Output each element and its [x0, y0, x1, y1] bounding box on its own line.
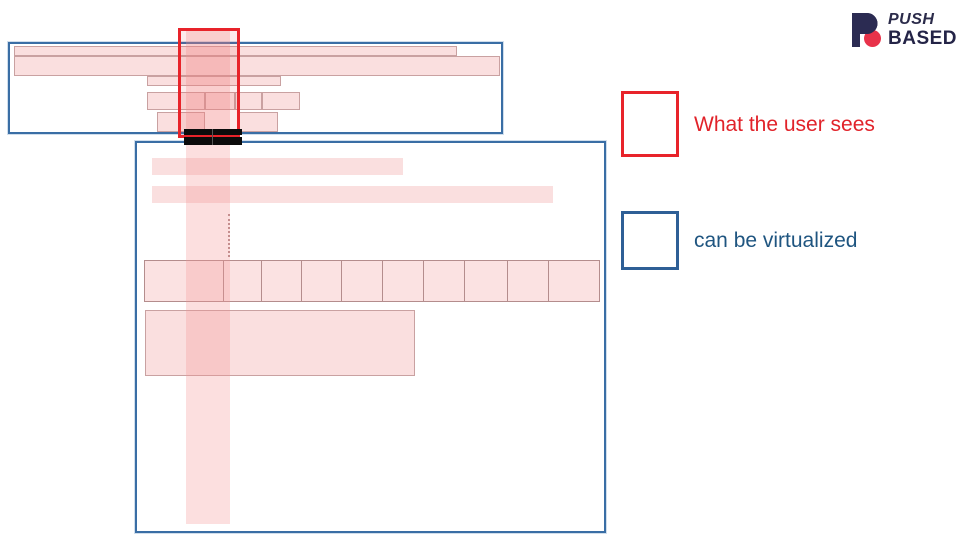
legend-label-user-sees: What the user sees [694, 113, 875, 136]
skeleton-bar-top-wide [14, 56, 500, 76]
legend-label-virtualized: can be virtualized [694, 229, 858, 252]
dotted-separator [228, 214, 230, 257]
skeleton-chip-5 [157, 112, 205, 132]
skeleton-bar-body-1 [152, 158, 403, 175]
skeleton-chip-3 [235, 92, 262, 110]
strip-cell [302, 261, 343, 301]
skeleton-cell-strip [144, 260, 600, 302]
strip-cell [424, 261, 466, 301]
skeleton-chip-6 [238, 112, 278, 132]
push-based-logo: PUSH BASED [848, 10, 957, 52]
push-based-logo-mark [852, 13, 881, 47]
strip-cell [508, 261, 550, 301]
legend-swatch-user-sees [621, 91, 679, 157]
logo-line-based: BASED [888, 28, 958, 49]
horizontally-virtualized-region [8, 42, 503, 134]
strip-cell [224, 261, 263, 301]
skeleton-chip-2 [205, 92, 235, 110]
strip-cell [262, 261, 303, 301]
strip-cell [145, 261, 225, 301]
skeleton-block-large [145, 310, 415, 376]
black-bar-top [184, 129, 242, 135]
logo-line-push: PUSH [888, 11, 935, 28]
black-bar-bottom [184, 137, 242, 145]
black-bar-divider [212, 129, 213, 145]
strip-cell [342, 261, 384, 301]
strip-cell [549, 261, 599, 301]
skeleton-bar-top-thin [14, 46, 457, 56]
skeleton-bar-body-2 [152, 186, 553, 203]
strip-cell [383, 261, 425, 301]
strip-cell [465, 261, 509, 301]
logo-wordmark: PUSH BASED [888, 11, 957, 49]
user-viewport[interactable] [178, 28, 240, 138]
scroll-column-highlight [186, 28, 230, 524]
skeleton-chip-1 [147, 92, 205, 110]
skeleton-bar-row2 [147, 76, 281, 86]
vertically-virtualized-region [135, 141, 606, 533]
skeleton-chip-4 [262, 92, 300, 110]
legend-swatch-virtualized [621, 211, 679, 270]
